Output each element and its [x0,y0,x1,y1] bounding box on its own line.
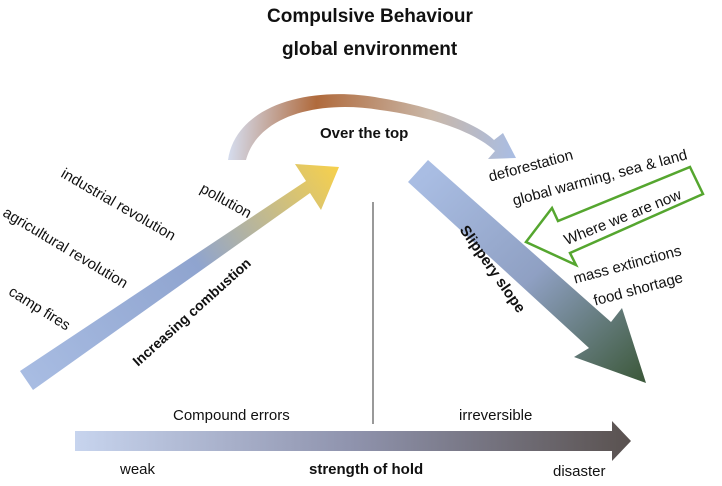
apex-label: Over the top [320,125,409,142]
top-arc-arrow [228,94,516,160]
label-weak: weak [120,461,156,478]
falling-arrow [408,160,646,383]
callout-arrow [524,165,705,268]
rising-arrow [20,164,339,390]
label-strength-of-hold: strength of hold [309,461,424,478]
label-irreversible: irreversible [459,407,533,424]
strength-arrow [75,421,631,461]
diagram-title: Compulsive Behaviour [267,6,473,27]
diagram-subtitle: global environment [282,39,458,60]
label-disaster: disaster [553,463,606,480]
label-compound-errors: Compound errors [173,407,290,424]
